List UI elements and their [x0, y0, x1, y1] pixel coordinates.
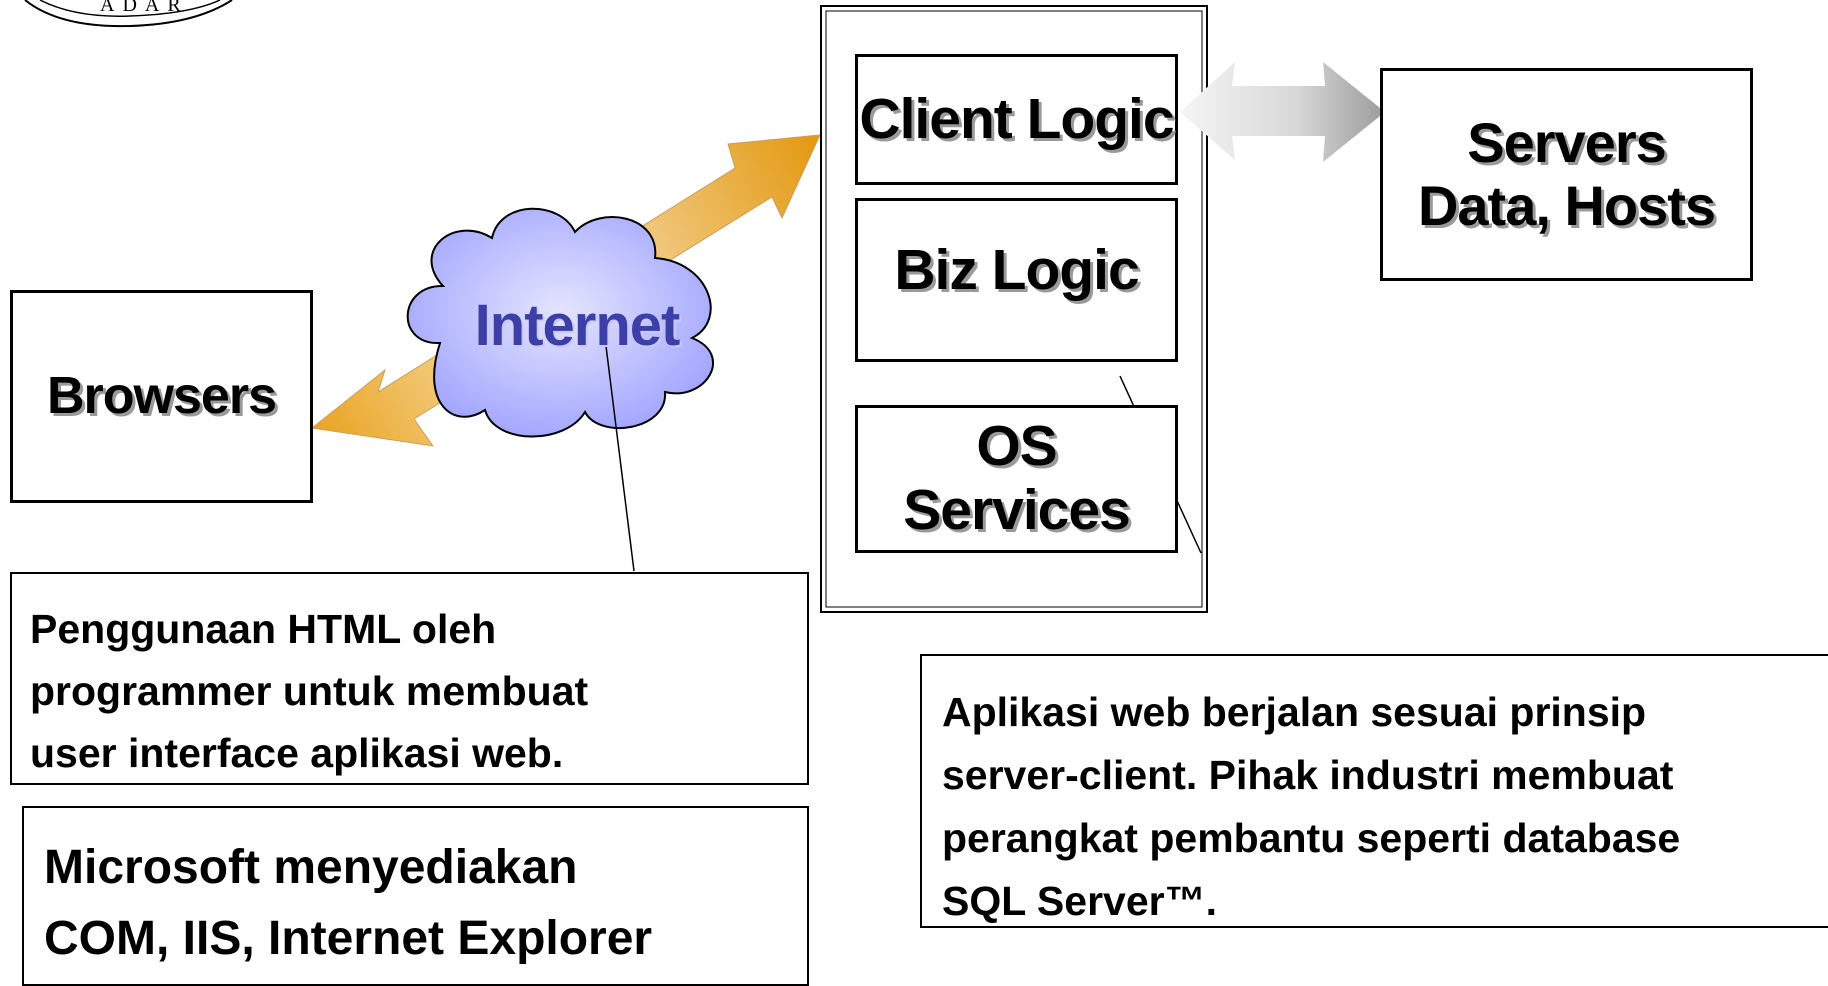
internet-cloud-icon [406, 207, 714, 438]
html-note-line-3: user interface aplikasi web. [30, 730, 564, 776]
logo-seal [24, 0, 233, 28]
internet-callout-line [603, 329, 635, 572]
microsoft-note: Microsoft menyediakan COM, IIS, Internet… [22, 806, 809, 986]
os-label: OS [976, 414, 1057, 479]
web-app-note-line-1: Aplikasi web berjalan sesuai prinsip [942, 689, 1647, 735]
microsoft-note-line-1: Microsoft menyediakan [44, 841, 578, 894]
client-logic-label: Client Logic [859, 86, 1174, 151]
internet-label: Internet [474, 293, 681, 358]
web-app-note-line-4: SQL Server™. [942, 878, 1217, 924]
html-note-line-2: programmer untuk membuat [30, 668, 589, 714]
client-logic-box: Client Logic [855, 54, 1178, 185]
architecture-diagram: Internet Browsers Client Logic Biz Logic… [10, 0, 1828, 986]
browsers-label: Browsers [47, 367, 277, 426]
biz-logic-label: Biz Logic [894, 238, 1139, 302]
html-note: Penggunaan HTML oleh programmer untuk me… [10, 572, 809, 785]
data-hosts-label: Data, Hosts [1417, 173, 1716, 237]
server-container [820, 5, 1208, 613]
os-services-box: OS Services [855, 405, 1178, 553]
servers-box: Servers Data, Hosts [1380, 68, 1753, 281]
servers-label: Servers [1467, 110, 1667, 174]
browsers-box: Browsers [10, 290, 313, 503]
microsoft-note-line-2: COM, IIS, Internet Explorer [44, 912, 653, 965]
logo-text: ADAR [100, 0, 189, 16]
web-app-note: Aplikasi web berjalan sesuai prinsip ser… [920, 654, 1828, 928]
gray-double-arrow [1180, 62, 1385, 162]
services-label: Services [903, 478, 1131, 542]
html-note-line-1: Penggunaan HTML oleh [30, 606, 497, 652]
web-app-note-line-2: server-client. Pihak industri membuat [942, 752, 1674, 798]
web-app-note-line-3: perangkat pembantu seperti database [942, 815, 1681, 861]
biz-logic-box: Biz Logic [855, 198, 1178, 362]
